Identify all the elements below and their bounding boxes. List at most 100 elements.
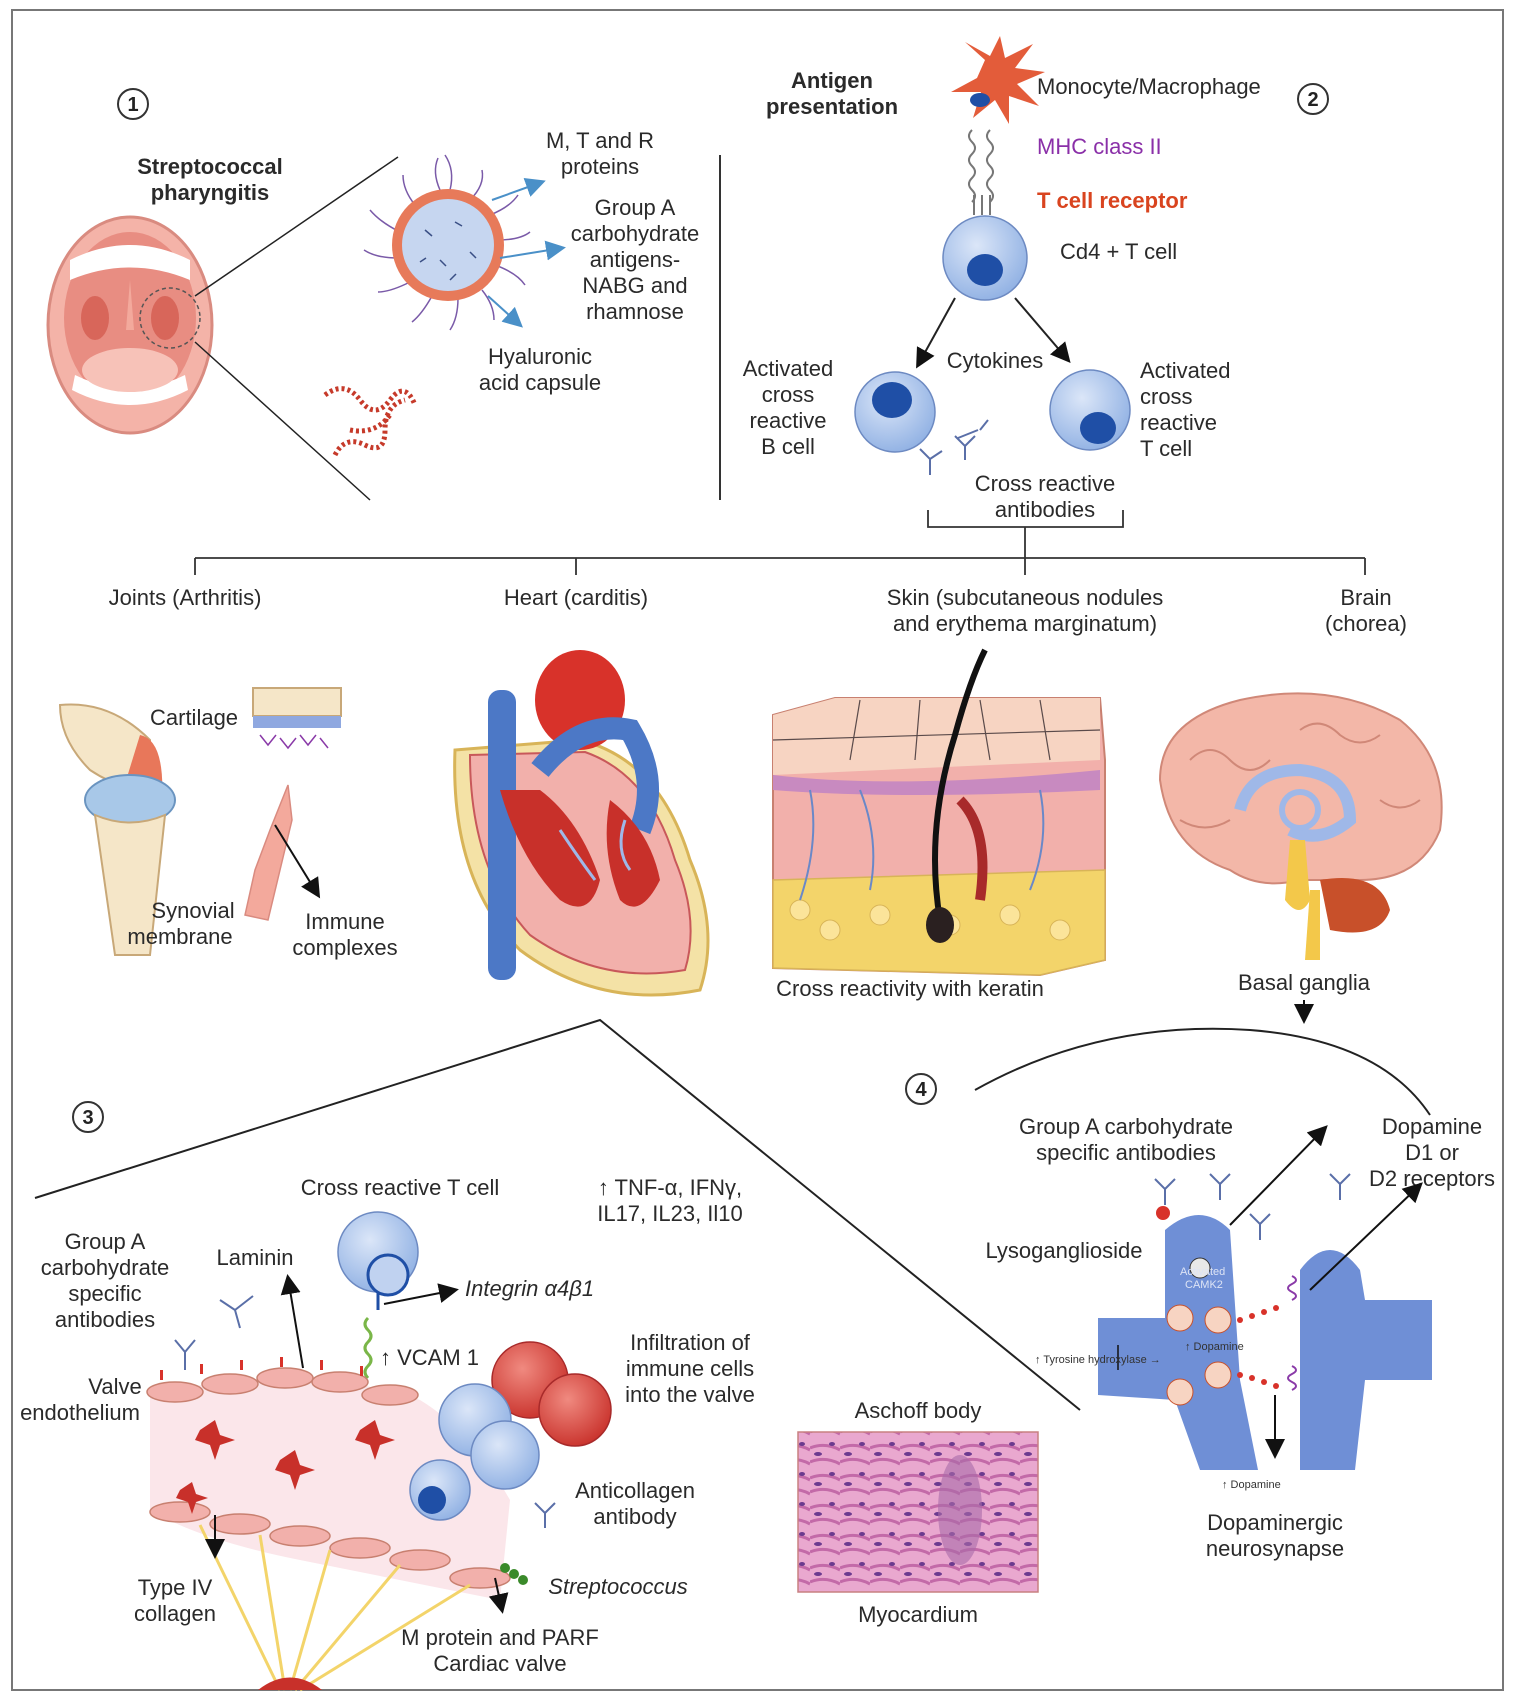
immune-complexes-line2: complexes bbox=[292, 935, 397, 960]
bcell-line4: B cell bbox=[761, 434, 815, 459]
synovial-line1: Synovial bbox=[151, 898, 234, 923]
skin-label-line1: Skin (subcutaneous nodules bbox=[887, 585, 1163, 610]
streptococcus-label: Streptococcus bbox=[548, 1574, 687, 1599]
tyrosine-label: ↑ Tyrosine hydroxylase → bbox=[1035, 1354, 1161, 1366]
tcr-label: T cell receptor bbox=[1037, 188, 1188, 213]
groupA-specific-line4: antibodies bbox=[55, 1307, 155, 1332]
tcell-line2: cross bbox=[1140, 384, 1193, 409]
cross-antibodies-line2: antibodies bbox=[995, 497, 1095, 522]
skin-label-line2: and erythema marginatum) bbox=[893, 611, 1157, 636]
dopamine-rec-line1: Dopamine bbox=[1382, 1114, 1482, 1139]
bcell-line2: cross bbox=[762, 382, 815, 407]
valve-endothelium-line1: Valve bbox=[88, 1374, 141, 1399]
hyaluronic-line1: Hyaluronic bbox=[488, 344, 592, 369]
infiltration-line3: into the valve bbox=[625, 1382, 755, 1407]
keratin-label: Cross reactivity with keratin bbox=[776, 976, 1044, 1001]
cytokines-up-line2: IL17, IL23, Il10 bbox=[597, 1201, 743, 1226]
panel-1-number: 1 bbox=[127, 94, 138, 116]
mprotein-line2: Cardiac valve bbox=[433, 1651, 566, 1676]
synovial-line2: membrane bbox=[127, 924, 232, 949]
dopamine-bottom-label: ↑ Dopamine bbox=[1222, 1479, 1281, 1491]
camk-line1: Activated bbox=[1180, 1266, 1225, 1278]
skin-cross-section bbox=[773, 650, 1105, 975]
lysoganglioside-label: Lysoganglioside bbox=[986, 1238, 1143, 1263]
tcell-line1: Activated bbox=[1140, 358, 1231, 383]
panel-4-number: 4 bbox=[915, 1079, 927, 1101]
bcell-line3: reactive bbox=[749, 408, 826, 433]
streptococcus-cell bbox=[364, 155, 530, 330]
brain-illustration bbox=[1160, 693, 1442, 960]
panel4-groupA-line1: Group A carbohydrate bbox=[1019, 1114, 1233, 1139]
groupA-specific-line1: Group A bbox=[65, 1229, 146, 1254]
panel4-groupA-line2: specific antibodies bbox=[1036, 1140, 1216, 1165]
camk-line2: CAMK2 bbox=[1185, 1279, 1223, 1291]
valve-endothelium-line2: endothelium bbox=[20, 1400, 140, 1425]
joints-label: Joints (Arthritis) bbox=[109, 585, 262, 610]
mtr-proteins-line1: M, T and R bbox=[546, 128, 654, 153]
mhc-tcr-complex bbox=[969, 130, 993, 215]
myocardium-label: Myocardium bbox=[858, 1602, 978, 1627]
aschoff-histology-image bbox=[798, 1432, 1038, 1592]
cytokines-label: Cytokines bbox=[947, 348, 1044, 373]
basal-ganglia-label: Basal ganglia bbox=[1238, 970, 1371, 995]
groupA-specific-line2: carbohydrate bbox=[41, 1255, 169, 1280]
cartilage-label: Cartilage bbox=[150, 705, 238, 730]
mtr-proteins-line2: proteins bbox=[561, 154, 639, 179]
panel-3-cardiac-valve: 3 Cross reactive T cell ↑ TNF-α, IFNγ, I… bbox=[20, 1020, 1080, 1690]
organ-tree-connector bbox=[195, 510, 1365, 575]
groupA-specific-line3: specific bbox=[68, 1281, 141, 1306]
dopamine-small-label: ↑ Dopamine bbox=[1185, 1341, 1244, 1353]
panel-2-number: 2 bbox=[1307, 89, 1318, 111]
panel-3-number: 3 bbox=[82, 1107, 93, 1129]
monocyte-label: Monocyte/Macrophage bbox=[1037, 74, 1261, 99]
panel-4-arc bbox=[975, 1029, 1430, 1115]
cross-antibodies-line1: Cross reactive bbox=[975, 471, 1116, 496]
cd4-nucleus bbox=[967, 254, 1003, 286]
groupA-antigens-line5: rhamnose bbox=[586, 299, 684, 324]
groupA-antigens-line4: NABG and bbox=[582, 273, 687, 298]
streptococcus-chains bbox=[325, 389, 415, 455]
immune-complexes-line1: Immune bbox=[305, 909, 384, 934]
groupA-antigens-line3: antigens- bbox=[590, 247, 681, 272]
brain-label-line2: (chorea) bbox=[1325, 611, 1407, 636]
panel-2-antigen-presentation: Antigen presentation 2 Monocyte/Macropha… bbox=[743, 36, 1328, 522]
pharyngitis-title-line2: pharyngitis bbox=[151, 180, 270, 205]
infiltration-line1: Infiltration of bbox=[630, 1330, 751, 1355]
cross-t-cell-label: Cross reactive T cell bbox=[301, 1175, 499, 1200]
vcam-label: ↑ VCAM 1 bbox=[380, 1345, 479, 1370]
cytokines-up-line1: ↑ TNF-α, IFNγ, bbox=[598, 1175, 742, 1200]
antigen-presentation-line1: Antigen bbox=[791, 68, 873, 93]
groupA-antigens-line2: carbohydrate bbox=[571, 221, 699, 246]
integrin-label: Integrin α4β1 bbox=[465, 1276, 594, 1301]
synapse-line1: Dopaminergic bbox=[1207, 1510, 1343, 1535]
bcell-line1: Activated bbox=[743, 356, 834, 381]
infiltration-line2: immune cells bbox=[626, 1356, 754, 1381]
antigen-presentation-line2: presentation bbox=[766, 94, 898, 119]
mhc-class-label: MHC class II bbox=[1037, 134, 1162, 159]
laminin-label: Laminin bbox=[216, 1245, 293, 1270]
panel-1-pharyngitis: 1 Streptococcal pharyngitis bbox=[48, 89, 699, 500]
dopamine-rec-line3: D2 receptors bbox=[1369, 1166, 1495, 1191]
anticollagen-line2: antibody bbox=[593, 1504, 676, 1529]
heart-label: Heart (carditis) bbox=[504, 585, 648, 610]
pharyngitis-title-line1: Streptococcal bbox=[137, 154, 283, 179]
tcell-line3: reactive bbox=[1140, 410, 1217, 435]
cartilage-block bbox=[253, 688, 341, 716]
anticollagen-line1: Anticollagen bbox=[575, 1478, 695, 1503]
macrophage-cell bbox=[951, 36, 1045, 124]
aschoff-body-label: Aschoff body bbox=[855, 1398, 982, 1423]
zoom-line-bottom bbox=[195, 342, 370, 500]
postsynaptic-neuron bbox=[1300, 1250, 1432, 1470]
mprotein-line1: M protein and PARF bbox=[401, 1625, 599, 1650]
hyaluronic-line2: acid capsule bbox=[479, 370, 601, 395]
type4-collagen-line1: Type IV bbox=[138, 1575, 213, 1600]
brain-label-line1: Brain bbox=[1340, 585, 1391, 610]
groupA-antigens-line1: Group A bbox=[595, 195, 676, 220]
heart-illustration bbox=[455, 650, 708, 995]
cd4-label: Cd4 + T cell bbox=[1060, 239, 1177, 264]
tcell-line4: T cell bbox=[1140, 436, 1192, 461]
vcam-coil bbox=[365, 1318, 371, 1378]
synapse-line2: neurosynapse bbox=[1206, 1536, 1344, 1561]
open-mouth-illustration bbox=[48, 217, 212, 433]
